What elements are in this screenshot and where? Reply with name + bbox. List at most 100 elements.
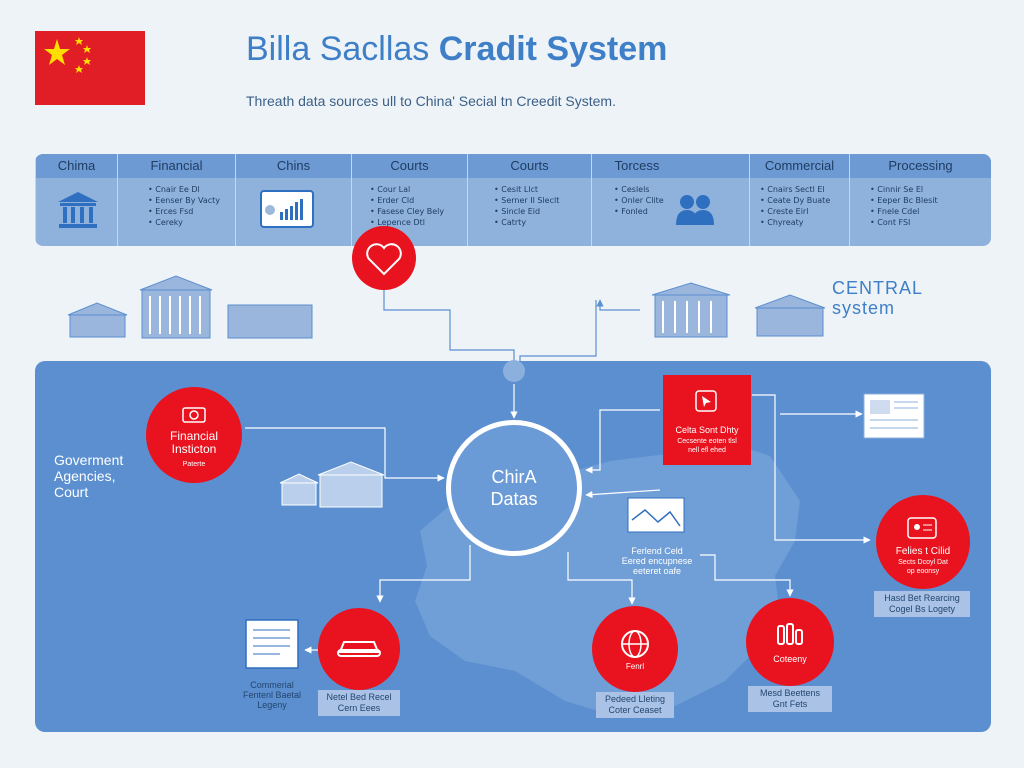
globe-icon: [621, 630, 649, 658]
users-icon: [676, 195, 714, 225]
government-building-icon: [58, 192, 98, 228]
source-item: Cnair Ee Dl: [148, 184, 220, 195]
source-column-courts-2: Courts Cesit Llct Serner Il Sleclt Sincl…: [467, 154, 591, 246]
china-flag: [35, 31, 145, 105]
tag-line: Coter Ceaset: [608, 705, 662, 715]
source-column-title: Chima: [57, 158, 96, 173]
title-bold: Cradit System: [438, 30, 668, 68]
source-item: Fonled: [614, 206, 664, 217]
heart-icon: [366, 243, 402, 276]
report-icon: [863, 393, 925, 439]
caption-line: Legeny: [257, 700, 287, 710]
data-source-bar: Chima Financial Cnair Ee Dl Eenser By Va…: [35, 154, 991, 246]
china-data-hub: [446, 420, 582, 556]
category-title: Coteeny: [773, 654, 807, 664]
tag-line: Netel Bed Recel: [326, 692, 392, 702]
source-item: Ceate Dy Buate: [760, 195, 830, 206]
cursor-icon: [695, 390, 717, 412]
globe-title: Fenrl: [625, 662, 645, 671]
source-item: Cour Lal: [370, 184, 444, 195]
document-icon: [245, 619, 299, 669]
source-column-title: Courts: [510, 158, 549, 173]
source-item: Cinnir Se El: [870, 184, 938, 195]
federal-label-line: Ferlend Celd: [631, 546, 683, 556]
heart-node: [352, 226, 416, 290]
source-item: Eeper Bc Blesit: [870, 195, 937, 206]
source-item: Ceslels: [614, 184, 664, 195]
financial-institution-sub: Paterte: [182, 461, 206, 468]
commercial-tag: Netel Bed Recel Cern Eees: [318, 690, 400, 716]
tag-line: Cern Eees: [337, 703, 381, 713]
source-item-list: Cinnir Se El Eeper Bc Blesit Fnele Cdel …: [870, 184, 938, 228]
tag-line: Pedeed Lleting: [604, 694, 666, 704]
hub-label-line: Datas: [490, 489, 538, 509]
flag-stars-icon: [44, 37, 91, 73]
tag-line: Mesd Beettens: [759, 688, 821, 698]
source-item: Cesit Llct: [494, 184, 559, 195]
category-node: [746, 598, 834, 686]
source-item: Cereky: [148, 217, 220, 228]
source-column-title: Financial: [150, 158, 203, 173]
page-title: Billa Sacllas Cradit System: [246, 30, 667, 69]
source-column-chins: Chins: [235, 154, 351, 246]
source-item-list: Ceslels Onler Clite Fonled: [614, 184, 664, 217]
source-column-title: Processing: [888, 158, 953, 173]
side-label-line: Agencies,: [54, 468, 116, 484]
central-label-line: system: [832, 298, 896, 318]
node-sub-line: nell efl ehed: [688, 447, 726, 454]
camera-icon: [182, 407, 206, 423]
id-card-icon: [907, 517, 937, 539]
source-column-financial: Financial Cnair Ee Dl Eenser By Vacty Er…: [117, 154, 235, 246]
title-light: Billa Sacllas: [246, 30, 439, 68]
source-column-chima: Chima: [35, 154, 117, 246]
fields-title: Felies t Cilid: [895, 546, 951, 557]
social-credit-title: Celta Sont Dhty: [675, 425, 739, 435]
source-item-list: Cesit Llct Serner Il Sleclt Sincle Eid C…: [494, 184, 559, 228]
source-item: Sincle Eid: [494, 206, 559, 217]
tools-icon: [777, 623, 803, 645]
data-source-bar-header: [35, 154, 991, 178]
source-column-title: Torcess: [614, 158, 660, 173]
node-sub-line: Sects Dcoyl Dat: [898, 559, 948, 566]
tag-line: Hasd Bet Rearcing: [884, 593, 960, 603]
document-chart-icon: [260, 190, 314, 228]
source-item: Cnairs Sectl El: [760, 184, 830, 195]
source-item: Lepence Dtl: [370, 217, 444, 228]
source-item: Creste Eirl: [760, 206, 830, 217]
node-sub-line: op eoonsy: [906, 568, 940, 575]
source-column-torcess: Torcess Ceslels Onler Clite Fonled: [591, 154, 749, 246]
source-item: Fnele Cdel: [870, 206, 938, 217]
node-sub-line: Cecsente eoten tlsl: [677, 438, 737, 445]
central-label-line: CENTRAL: [832, 278, 924, 298]
source-column-courts: Courts Cour Lal Erder Cld Fasese Cley Be…: [351, 154, 467, 246]
social-credit-sub: Cecsente eoten tlsl nell efl ehed: [663, 437, 751, 455]
source-item: Catrty: [494, 217, 559, 228]
source-item: Onler Clite: [614, 195, 663, 206]
federal-label: Ferlend Celd Eered encupnese eeteret oaf…: [612, 546, 702, 576]
side-label-line: Court: [54, 484, 89, 500]
caption-line: Fentenl Baetal: [242, 690, 302, 700]
node-title-line: Financial: [169, 429, 219, 443]
federal-label-line: eeteret oafe: [632, 566, 682, 576]
fields-sub: Sects Dcoyl Dat op eoonsy: [876, 558, 970, 576]
node-title-line: Insticton: [171, 442, 217, 456]
tag-line: Cogel Bs Logety: [888, 604, 956, 614]
panel-junction-dot: [503, 360, 525, 382]
globe-node: [592, 606, 678, 692]
hub-label: ChirA Datas: [446, 466, 582, 510]
commercial-caption: Commerial Fentenl Baetal Legeny: [222, 680, 322, 710]
page-subtitle: Threath data sources ull to China' Secia…: [246, 93, 616, 109]
financial-institution-node: [146, 387, 242, 483]
federal-label-line: Eered encupnese: [621, 556, 693, 566]
social-credit-node: [663, 375, 751, 465]
category-tag: Mesd Beettens Gnt Fets: [748, 686, 832, 712]
source-item: Erder Cld: [370, 195, 444, 206]
side-label-line: Goverment: [54, 452, 124, 468]
source-column-title: Courts: [390, 158, 429, 173]
central-system-label: CENTRAL system: [832, 278, 923, 318]
fields-node: [876, 495, 970, 589]
source-item: Cont FSI: [870, 217, 938, 228]
source-column-title: Commercial: [764, 158, 835, 173]
source-item-list: Cour Lal Erder Cld Fasese Cley Bely Lepe…: [370, 184, 444, 228]
source-item: Fasese Cley Bely: [370, 206, 444, 217]
